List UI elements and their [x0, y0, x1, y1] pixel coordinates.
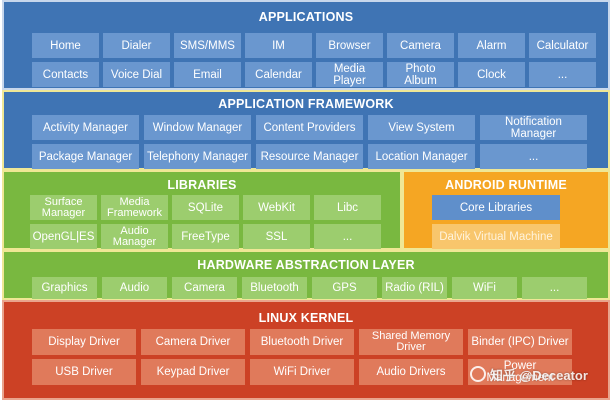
app-contacts: Contacts: [32, 62, 99, 87]
runtime-grid: Core Libraries Dalvik Virtual Machine: [432, 195, 560, 249]
lib-sqlite: SQLite: [172, 195, 239, 220]
hal-audio: Audio: [102, 277, 167, 299]
krn-bluetooth-driver: Bluetooth Driver: [250, 329, 354, 355]
app-calculator: Calculator: [529, 33, 596, 58]
rt-core-libraries: Core Libraries: [432, 195, 560, 220]
app-browser: Browser: [316, 33, 383, 58]
watermark-logo-icon: [470, 366, 486, 382]
app-photo-album: Photo Album: [387, 62, 454, 87]
lib-surface-manager: Surface Manager: [30, 195, 97, 220]
lib-webkit: WebKit: [243, 195, 310, 220]
applications-grid: Home Dialer SMS/MMS IM Browser Camera Al…: [32, 33, 596, 87]
fw-location-manager: Location Manager: [368, 144, 475, 169]
krn-display-driver: Display Driver: [32, 329, 136, 355]
watermark: 知乎 @Deceator: [470, 364, 600, 384]
hal-graphics: Graphics: [32, 277, 97, 299]
lib-audio-manager: Audio Manager: [101, 224, 168, 249]
krn-camera-driver: Camera Driver: [141, 329, 245, 355]
fw-view-system: View System: [368, 115, 475, 140]
fw-content-providers: Content Providers: [256, 115, 363, 140]
kernel-title: LINUX KERNEL: [258, 311, 354, 325]
krn-audio-drivers: Audio Drivers: [359, 359, 463, 385]
hal-more: ...: [522, 277, 587, 299]
hal-wifi: WiFi: [452, 277, 517, 299]
lib-freetype: FreeType: [172, 224, 239, 249]
krn-keypad-driver: Keypad Driver: [141, 359, 245, 385]
applications-title: APPLICATIONS: [258, 10, 354, 24]
app-dialer: Dialer: [103, 33, 170, 58]
app-calendar: Calendar: [245, 62, 312, 87]
hal-title: HARDWARE ABSTRACTION LAYER: [197, 258, 415, 272]
krn-wifi-driver: WiFi Driver: [250, 359, 354, 385]
app-more: ...: [529, 62, 596, 87]
krn-usb-driver: USB Driver: [32, 359, 136, 385]
applications-layer: APPLICATIONS Home Dialer SMS/MMS IM Brow…: [2, 0, 610, 90]
hal-grid: Graphics Audio Camera Bluetooth GPS Radi…: [32, 277, 587, 299]
hal-radio-ril: Radio (RIL): [382, 277, 447, 299]
linux-kernel-layer: LINUX KERNEL Display Driver Camera Drive…: [2, 300, 610, 400]
lib-libc: Libc: [314, 195, 381, 220]
fw-resource-manager: Resource Manager: [256, 144, 363, 169]
fw-activity-manager: Activity Manager: [32, 115, 139, 140]
hal-gps: GPS: [312, 277, 377, 299]
app-clock: Clock: [458, 62, 525, 87]
hal-layer: HARDWARE ABSTRACTION LAYER Graphics Audi…: [2, 250, 610, 300]
hal-bluetooth: Bluetooth: [242, 277, 307, 299]
watermark-text: 知乎 @Deceator: [490, 367, 588, 383]
fw-more: ...: [480, 144, 587, 169]
krn-binder-ipc-driver: Binder (IPC) Driver: [468, 329, 572, 355]
fw-notification-manager: Notification Manager: [480, 115, 587, 140]
app-alarm: Alarm: [458, 33, 525, 58]
lib-opengl-es: OpenGL|ES: [30, 224, 97, 249]
libraries-layer: LIBRARIES Surface Manager Media Framewor…: [2, 170, 402, 250]
libraries-grid: Surface Manager Media Framework SQLite W…: [30, 195, 381, 249]
app-email: Email: [174, 62, 241, 87]
runtime-title: ANDROID RUNTIME: [445, 178, 567, 192]
krn-shared-memory-driver: Shared Memory Driver: [359, 329, 463, 355]
app-camera: Camera: [387, 33, 454, 58]
libraries-title: LIBRARIES: [167, 178, 237, 192]
kernel-grid: Display Driver Camera Driver Bluetooth D…: [32, 329, 572, 385]
framework-title: APPLICATION FRAMEWORK: [218, 97, 394, 111]
lib-media-framework: Media Framework: [101, 195, 168, 220]
app-sms-mms: SMS/MMS: [174, 33, 241, 58]
android-runtime-layer: ANDROID RUNTIME Core Libraries Dalvik Vi…: [402, 170, 610, 250]
fw-window-manager: Window Manager: [144, 115, 251, 140]
lib-ssl: SSL: [243, 224, 310, 249]
app-media-player: Media Player: [316, 62, 383, 87]
rt-dalvik-vm: Dalvik Virtual Machine: [432, 224, 560, 249]
framework-grid: Activity Manager Window Manager Content …: [32, 115, 587, 169]
hal-camera: Camera: [172, 277, 237, 299]
fw-package-manager: Package Manager: [32, 144, 139, 169]
app-home: Home: [32, 33, 99, 58]
fw-telephony-manager: Telephony Manager: [144, 144, 251, 169]
app-voice-dial: Voice Dial: [103, 62, 170, 87]
app-im: IM: [245, 33, 312, 58]
framework-layer: APPLICATION FRAMEWORK Activity Manager W…: [2, 90, 610, 170]
lib-more: ...: [314, 224, 381, 249]
